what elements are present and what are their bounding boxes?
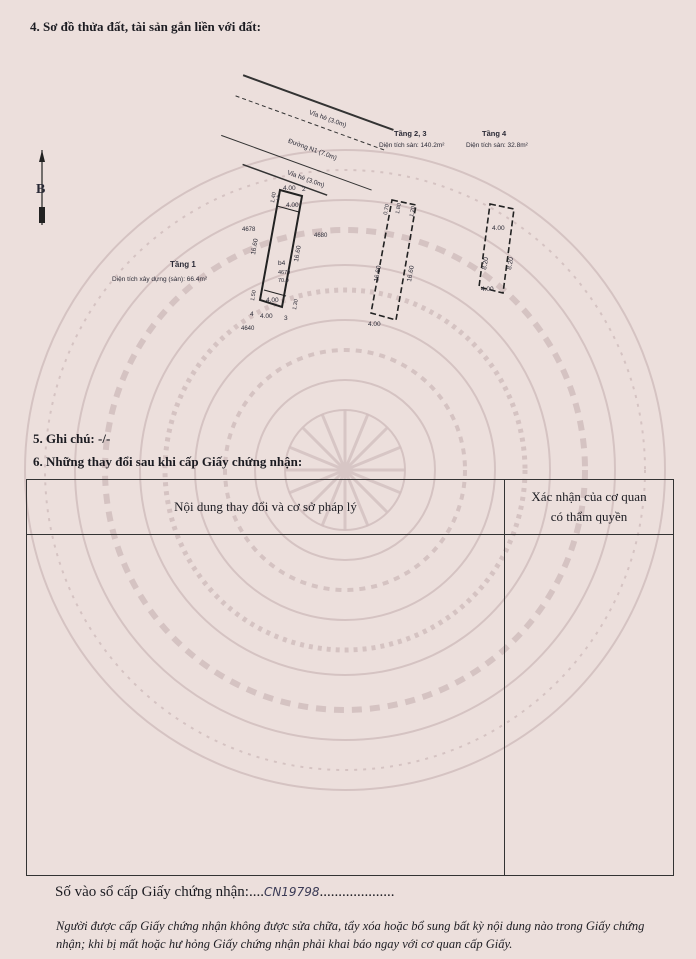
corner-3: 3 [284,315,288,322]
registry-label: Số vào sổ cấp Giấy chứng nhận: [55,884,249,900]
neighbor-right: 4680 [314,233,328,239]
table-cell-content [26,534,505,876]
table-cell-confirmation [504,534,674,876]
registry-dots-before: .... [248,884,264,900]
tang-2-3-label: Tầng 2, 3 [394,129,427,138]
land-plot-diagram: B Vỉa hè (3.0m) Đường N1 (7.0m) Vỉa hè (… [36,74,529,332]
lot-sub: 4679 [278,270,290,276]
corner-2: 2 [302,186,306,193]
dim-130: 1.30 [292,299,300,311]
dim-4-left: 8.20 [481,256,490,270]
footer-notice: Người được cấp Giấy chứng nhận không đượ… [56,919,645,951]
tang-1-label: Tầng 1 [170,260,196,269]
corner-1: 1 [276,195,280,202]
lot-floor-4: Tầng 4 Diện tích sàn: 32.8m² 4.00 8.20 8… [466,129,529,294]
dim-4-right: 8.20 [506,256,515,270]
col-header-confirmation-line2: có thẩm quyền [550,509,628,524]
changes-table: Nội dung thay đổi và cơ sở pháp lý Xác n… [26,479,674,876]
registry-line: Số vào sổ cấp Giấy chứng nhận:....CN1979… [55,884,394,901]
dim-23-bottom: 4.00 [368,321,381,328]
col-header-content: Nội dung thay đổi và cơ sở pháp lý [26,479,505,535]
dim-bottom-inner: 4.00 [266,297,279,304]
neighbor-left: 4678 [242,227,256,233]
dim-4-top: 4.00 [492,225,505,232]
dim-140: 1.40 [270,192,278,204]
dim-120: 1.20 [409,206,417,218]
tang-4-area: Diện tích sàn: 32.8m² [466,142,529,149]
corner-4: 4 [250,311,254,318]
dim-top: 4.00 [283,185,296,192]
dim-23-right: 16.60 [406,265,416,283]
lot-floor-2-3: Tầng 2, 3 Diện tích sàn: 140.2m² 0.70 1.… [368,129,445,328]
north-label: B [36,182,45,197]
dim-070: 0.70 [383,204,391,216]
section-6-title: 6. Những thay đổi sau khi cấp Giấy chứng… [33,454,303,469]
north-arrow-icon: B [36,150,45,225]
dim-right-length: 16.60 [293,245,303,263]
col-header-confirmation-line1: Xác nhận của cơ quan [531,489,647,504]
neighbor-bottom: 4640 [241,326,255,332]
tang-1-area: Diện tích xây dựng (sàn): 66.4m² [112,276,208,283]
dim-23-left: 16.60 [373,265,383,283]
lot-floor-1: 4.00 2 4.00 1 b4 4679 70.0 16.60 16.60 4… [112,185,328,332]
dim-150: 1.50 [250,290,258,302]
table-header-row: Nội dung thay đổi và cơ sở pháp lý Xác n… [26,479,674,535]
registry-dots-after: .................... [319,884,395,900]
tang-2-3-area: Diện tích sàn: 140.2m² [379,142,445,149]
dim-bottom: 4.00 [260,313,273,320]
dim-180: 1.80 [395,203,403,215]
section-5-title: 5. Ghi chú: -/- [33,431,111,446]
dim-left-length: 16.60 [250,238,260,256]
registry-number: CN19798 [263,885,320,899]
col-header-confirmation: Xác nhận của cơ quan có thẩm quyền [504,479,674,535]
tang-4-label: Tầng 4 [482,129,507,138]
lot-area: 70.0 [278,278,289,284]
road-label: Đường N1 (7.0m) [287,138,338,162]
lot-id: b4 [278,260,286,267]
dim-4-bottom: 4.00 [481,286,494,293]
dim-top-inner: 4.00 [286,202,299,209]
section-4-title: 4. Sơ đồ thửa đất, tài sản gắn liền với … [30,19,261,34]
table-row [26,534,674,876]
